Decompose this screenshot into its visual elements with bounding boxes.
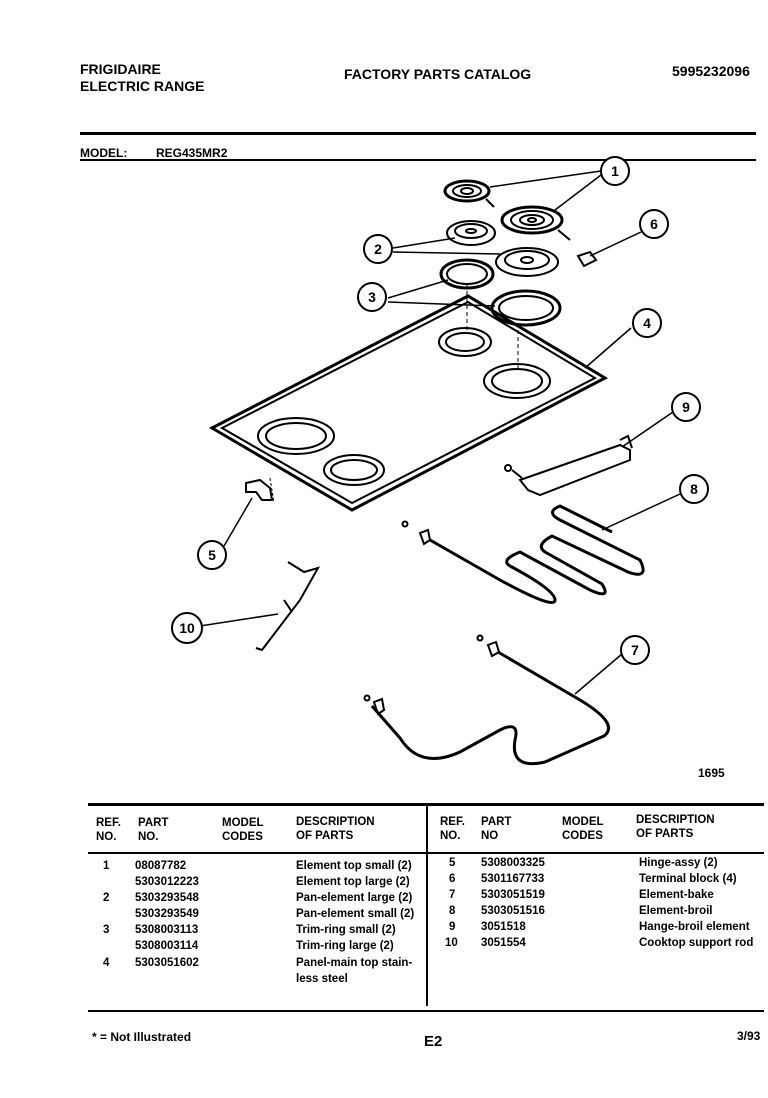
part-cell: 5303051519 (481, 889, 545, 901)
svg-text:5: 5 (208, 547, 216, 563)
svg-text:6: 6 (650, 216, 658, 232)
part-cell: 5308003325 (481, 857, 545, 869)
ref-cell: 2 (103, 892, 110, 904)
svg-text:8: 8 (690, 481, 698, 497)
desc-cell: Hange-broil element (639, 921, 750, 933)
ref-cell: 3 (103, 924, 110, 936)
hanger-broil-element (504, 434, 633, 497)
table-column-divider (426, 806, 428, 1006)
part-cell: 5308003113 (135, 924, 199, 936)
figure-number: 1695 (698, 766, 725, 780)
part-cell: 5308003114 (135, 940, 199, 952)
header-rule-bottom (80, 159, 756, 161)
trim-ring-large (490, 289, 562, 327)
cooktop-support-rod (255, 561, 321, 652)
col-header-ref-right: REF.NO. (440, 816, 465, 842)
bake-element (363, 634, 610, 766)
svg-text:4: 4 (643, 315, 651, 331)
callout-4: 4 (632, 308, 662, 338)
svg-text:3: 3 (368, 289, 376, 305)
element-top-large (500, 205, 571, 241)
desc-cell: Panel-main top stain- (296, 957, 413, 969)
ref-cell: 1 (103, 860, 110, 872)
header-rule-top (80, 132, 756, 135)
part-cell: 08087782 (135, 860, 187, 872)
svg-text:7: 7 (631, 642, 639, 658)
product-name: ELECTRIC RANGE (80, 78, 205, 94)
desc-cell: less steel (296, 973, 348, 985)
ref-cell: 10 (445, 937, 458, 949)
callout-7: 7 (620, 635, 650, 665)
terminal-block (576, 250, 598, 268)
catalog-title: FACTORY PARTS CATALOG (344, 66, 532, 82)
ref-cell: 4 (103, 957, 110, 969)
ref-cell: 6 (449, 873, 456, 885)
part-cell: 5301167733 (481, 873, 545, 885)
model-value: REG435MR2 (156, 146, 228, 160)
desc-cell: Cooktop support rod (639, 937, 754, 949)
desc-cell: Trim-ring large (2) (296, 940, 394, 952)
footnote: * = Not Illustrated (92, 1030, 192, 1044)
part-cell: 5303293548 (135, 892, 199, 904)
ref-cell: 5 (449, 857, 456, 869)
exploded-parts-diagram (199, 170, 681, 766)
svg-text:2: 2 (374, 241, 382, 257)
part-cell: 5303293549 (135, 908, 199, 920)
desc-cell: Terminal block (4) (639, 873, 737, 885)
part-cell: 3051518 (481, 921, 526, 933)
part-cell: 3051554 (481, 937, 526, 949)
page-number: E2 (424, 1033, 443, 1050)
part-cell: 5303012223 (135, 876, 199, 888)
hinge-assy (245, 477, 275, 504)
table-rule-bottom (88, 1010, 764, 1012)
table-header-rule (88, 852, 764, 854)
desc-cell: Pan-element large (2) (296, 892, 413, 904)
ref-cell: 9 (449, 921, 456, 933)
desc-cell: Element top large (2) (296, 876, 410, 888)
callout-5: 5 (197, 540, 227, 570)
callout-2: 2 (363, 234, 393, 264)
part-cell: 5303051602 (135, 957, 199, 969)
svg-text:1: 1 (611, 163, 619, 179)
callout-circles: 1 2 3 4 5 6 7 8 9 10 (171, 156, 709, 665)
pan-element-large (495, 247, 559, 277)
desc-cell: Element top small (2) (296, 860, 412, 872)
broil-element (401, 504, 645, 604)
callout-3: 3 (357, 282, 387, 312)
desc-cell: Trim-ring small (2) (296, 924, 396, 936)
part-cell: 5303051516 (481, 905, 545, 917)
svg-text:10: 10 (179, 620, 195, 636)
desc-cell: Hinge-assy (2) (639, 857, 718, 869)
desc-cell: Element-bake (639, 889, 714, 901)
catalog-number: 5995232096 (672, 63, 750, 79)
callout-9: 9 (671, 392, 701, 422)
ref-cell: 7 (449, 889, 456, 901)
revision-date: 3/93 (737, 1029, 761, 1043)
table-rule-top (88, 803, 764, 806)
col-header-ref-left: REF.NO. (96, 817, 121, 843)
pan-element-small (446, 220, 496, 246)
ref-cell: 8 (449, 905, 456, 917)
brand-name: FRIGIDAIRE (80, 61, 161, 77)
callout-10: 10 (171, 612, 203, 644)
main-top-panel (208, 284, 609, 512)
callout-6: 6 (639, 209, 669, 239)
callout-8: 8 (679, 474, 709, 504)
desc-cell: Element-broil (639, 905, 713, 917)
callout-leaders (199, 170, 681, 695)
svg-text:9: 9 (682, 399, 690, 415)
callout-1: 1 (600, 156, 630, 186)
desc-cell: Pan-element small (2) (296, 908, 415, 920)
element-top-small (443, 179, 495, 208)
model-label: MODEL: (80, 146, 128, 160)
